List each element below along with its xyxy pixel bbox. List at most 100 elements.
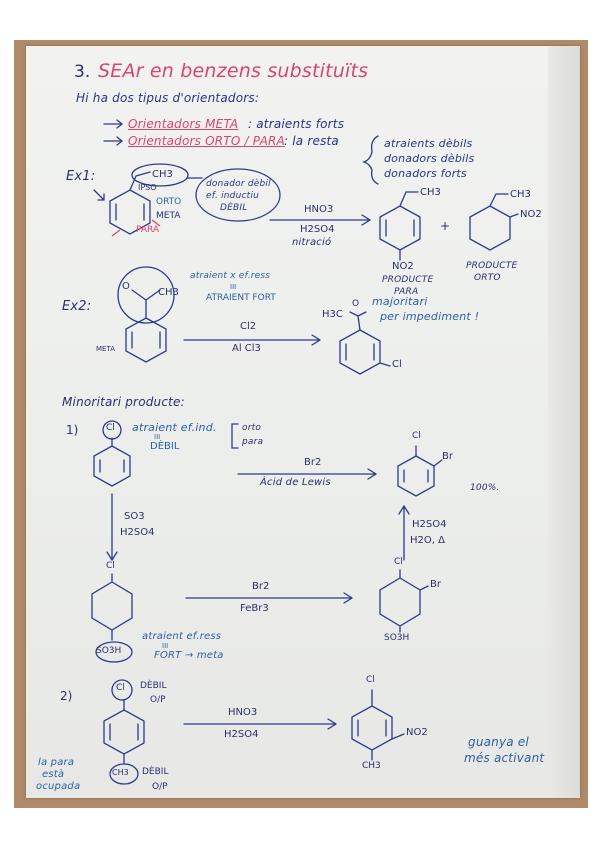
m2-side-note: ocupada xyxy=(36,781,81,792)
ex1-product1-sub: CH3 xyxy=(420,187,441,198)
ex1-product-orto-ring-icon xyxy=(469,205,511,251)
orienters-list-item: donadors forts xyxy=(384,167,467,180)
ex1-reagent: nitració xyxy=(292,237,332,248)
ex2-product-note: per impediment ! xyxy=(380,310,480,323)
ex1-reagent: HNO3 xyxy=(304,204,334,215)
m2-product-cl: Cl xyxy=(366,675,375,685)
m1-benzene-ring-icon xyxy=(93,445,131,487)
bullet-arrow-ortopara-icon xyxy=(103,136,124,146)
m1-mid-note: atraient ef.ress xyxy=(142,631,222,642)
m1-number: 1) xyxy=(66,423,79,437)
ex1-ch3-circle-icon xyxy=(131,163,189,187)
m1-down-reagent: SO3 xyxy=(124,511,145,522)
ex2-benzene-ring-icon xyxy=(125,317,167,363)
ex2-reaction-arrow-icon xyxy=(183,334,322,346)
m1-mid-note: III xyxy=(162,642,169,650)
m1-bracket-item: orto xyxy=(242,423,262,433)
page-title: SEAr en benzens substituïts xyxy=(98,60,369,82)
intro-text: Hi ha dos tipus d'orientadors: xyxy=(76,91,260,105)
ex1-pos-ipso: IPSO xyxy=(138,183,157,192)
ex2-product-ring-icon xyxy=(339,329,381,375)
m2-cl-note: DÈBIL xyxy=(140,681,167,691)
minor-label: Minoritari producte: xyxy=(62,395,185,409)
ex1-product2-group: NO2 xyxy=(520,209,542,220)
m1-mid-note: FORT → meta xyxy=(154,650,224,661)
ex2-note-line: atraient x ef.ress xyxy=(190,271,271,281)
m2-cl-circle-icon xyxy=(111,679,133,701)
ex1-product1-group: NO2 xyxy=(392,261,414,272)
paper-sheet xyxy=(26,46,580,798)
m2-cl-note: O/P xyxy=(150,695,166,705)
m1-product-br: Br xyxy=(442,451,453,462)
m2-product-note: guanya el xyxy=(468,735,529,749)
m1-right-so3h: SO3H xyxy=(384,633,410,643)
m1-up-reagent: H2SO4 xyxy=(412,519,447,530)
ex1-pos-para: PARA xyxy=(136,225,160,235)
m1-up-arrow-icon xyxy=(398,504,410,561)
ex1-pos-meta: META xyxy=(156,211,181,221)
m1-mid-ring-icon xyxy=(91,581,133,631)
m2-ch3: CH3 xyxy=(112,768,129,777)
ex1-product2-caption: PRODUCTE xyxy=(466,261,518,271)
m2-product-note: més activant xyxy=(464,751,545,765)
ex2-group-circle-icon xyxy=(117,266,175,324)
ex2-group-ch3: CH3 xyxy=(158,287,179,298)
ex1-product1-caption: PARA xyxy=(394,287,419,297)
ex2-label: Ex2: xyxy=(62,299,92,314)
m2-ch3-note: DÈBIL xyxy=(142,767,169,777)
orienters-ortopara-desc: : la resta xyxy=(284,134,339,148)
m1-note-line: DÈBIL xyxy=(150,441,180,452)
m1-down-arrow-icon xyxy=(106,493,118,562)
m2-reagent: H2SO4 xyxy=(224,729,259,740)
m2-side-note: està xyxy=(42,769,65,780)
m1-product-note: 100%. xyxy=(470,483,500,493)
ex1-product2-sub: CH3 xyxy=(510,189,531,200)
ex1-plus: + xyxy=(440,219,451,233)
m1-mid-arrow-icon xyxy=(185,592,354,604)
m1-reaction-arrow-icon xyxy=(237,468,378,480)
ex1-reaction-arrow-icon xyxy=(269,214,372,226)
m1-up-reagent: H2O, Δ xyxy=(410,535,445,546)
m2-side-note: la para xyxy=(38,757,75,768)
m1-down-reagent: H2SO4 xyxy=(120,527,155,538)
m1-mid-reagent: FeBr3 xyxy=(240,603,269,614)
m1-note-line: atraient ef.ind. xyxy=(132,421,217,434)
ex2-note-line: III xyxy=(230,283,237,291)
orienters-ortopara-name: Orientadors ORTO / PARA xyxy=(128,134,285,148)
m2-reaction-arrow-icon xyxy=(183,718,338,730)
m1-mid-reagent: Br2 xyxy=(252,581,270,592)
m1-right-ring-icon xyxy=(379,577,421,627)
ex2-product-note: majoritari xyxy=(372,295,428,308)
m2-ch3-note: O/P xyxy=(152,782,168,792)
paper-edge xyxy=(548,46,580,798)
ex1-reagent: H2SO4 xyxy=(300,224,335,235)
ex2-reagent: Cl2 xyxy=(240,321,257,332)
m2-product-ch3: CH3 xyxy=(362,761,381,771)
m1-reagent-bottom: Àcid de Lewis xyxy=(260,477,331,488)
ex1-note-line: DÈBIL xyxy=(220,203,248,213)
m1-reagent-top: Br2 xyxy=(304,457,322,468)
bullet-arrow-meta-icon xyxy=(103,119,124,129)
orienters-meta-desc: : atraients forts xyxy=(248,117,345,131)
ex2-product-cl: Cl xyxy=(392,359,402,370)
ex2-group-o: O xyxy=(122,281,130,292)
ex1-note-circle-icon xyxy=(195,168,281,222)
m1-mid-cl: Cl xyxy=(106,561,115,571)
m2-number: 2) xyxy=(60,689,73,703)
section-number: 3. xyxy=(74,62,91,82)
m1-so3h-circle-icon xyxy=(95,641,133,663)
ex2-product-h3c: H3C xyxy=(322,309,343,320)
m1-cl-circle-icon xyxy=(102,420,122,440)
ex1-label: Ex1: xyxy=(66,169,96,184)
m1-right-cl: Cl xyxy=(394,557,403,567)
ex1-pos-orto: ORTO xyxy=(156,197,182,207)
orienters-meta-name: Orientadors META xyxy=(128,117,239,131)
ex2-reagent: Al Cl3 xyxy=(232,343,261,354)
orienters-list-item: atraients dèbils xyxy=(384,137,473,150)
ex1-substituent: CH3 xyxy=(152,169,173,180)
m1-mid-so3h: SO3H xyxy=(96,646,122,656)
m1-bracket-item: para xyxy=(242,437,264,447)
m1-right-br: Br xyxy=(430,579,441,590)
m1-cl: Cl xyxy=(106,423,115,433)
